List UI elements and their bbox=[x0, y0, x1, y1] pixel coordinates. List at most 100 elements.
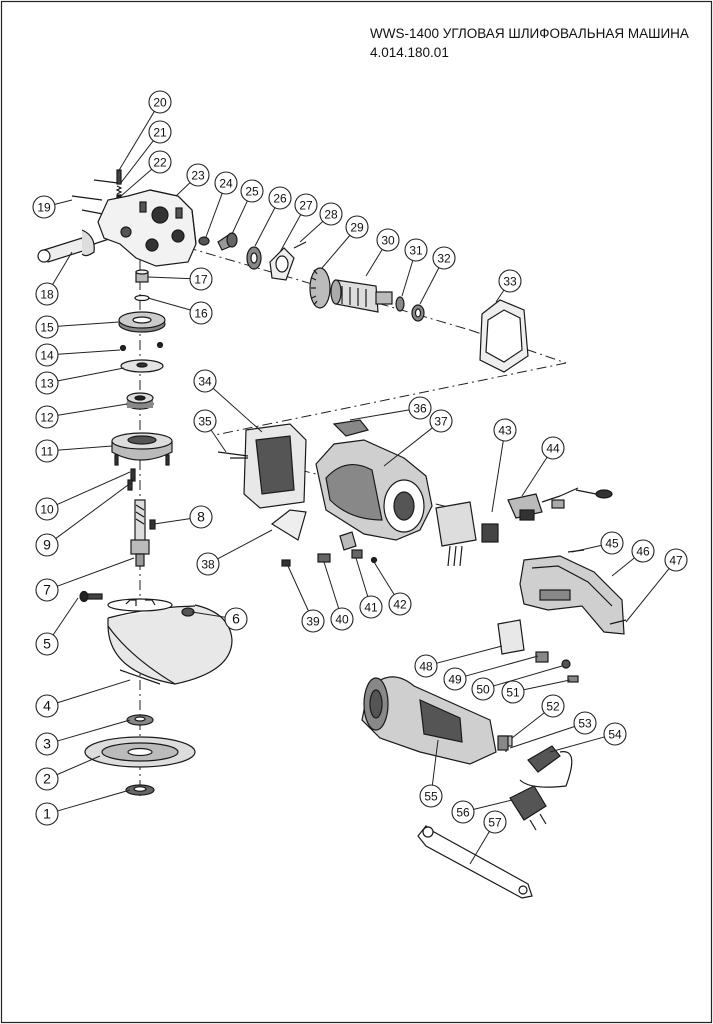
callout-circle-50 bbox=[471, 677, 495, 701]
callout-circle-52 bbox=[541, 694, 565, 718]
callout-circle-31 bbox=[404, 238, 428, 262]
callout-circle-11 bbox=[35, 439, 59, 463]
callout-number-55: 55 bbox=[424, 790, 438, 804]
callout-number-52: 52 bbox=[546, 700, 560, 714]
callout-leader-39 bbox=[287, 565, 309, 612]
callout-number-14: 14 bbox=[40, 349, 54, 363]
part-motor-housing bbox=[315, 439, 433, 541]
callout-circle-1 bbox=[35, 802, 59, 826]
callout-circle-45 bbox=[600, 531, 624, 555]
callout-circle-17 bbox=[189, 267, 213, 291]
callout-leader-54 bbox=[549, 736, 605, 753]
callout-leader-56 bbox=[473, 799, 513, 810]
part-bearings-31-32 bbox=[395, 296, 425, 322]
diagram-title: WWS-1400 УГЛОВАЯ ШЛИФОВАЛЬНАЯ МАШИНА bbox=[370, 26, 689, 41]
callout-leader-29 bbox=[321, 235, 351, 269]
callout-leader-30 bbox=[365, 249, 383, 277]
callout-circle-2 bbox=[35, 767, 59, 791]
callout-number-17: 17 bbox=[194, 273, 208, 287]
callout-number-29: 29 bbox=[350, 221, 364, 235]
callout-leader-19 bbox=[54, 199, 73, 205]
part-screws-14 bbox=[119, 341, 164, 352]
callout-circle-47 bbox=[664, 548, 688, 572]
callout-leader-15 bbox=[57, 321, 120, 327]
callout-leader-9 bbox=[55, 481, 133, 539]
part-cap-36 bbox=[332, 419, 370, 437]
callout-number-10: 10 bbox=[40, 503, 54, 517]
callout-circle-15 bbox=[35, 315, 59, 339]
callout-leader-44 bbox=[521, 456, 548, 497]
callout-leader-32 bbox=[419, 267, 440, 305]
callout-leader-34 bbox=[212, 387, 263, 433]
callout-circle-46 bbox=[631, 539, 655, 563]
callout-number-43: 43 bbox=[498, 424, 512, 438]
callout-circle-37 bbox=[429, 409, 453, 433]
part-main-handle bbox=[361, 676, 509, 765]
callout-number-1: 1 bbox=[43, 806, 51, 822]
callout-number-30: 30 bbox=[381, 234, 395, 248]
callout-leader-55 bbox=[431, 739, 439, 786]
callout-circle-19 bbox=[32, 195, 56, 219]
callout-leader-25 bbox=[231, 200, 248, 235]
callout-number-20: 20 bbox=[153, 96, 167, 110]
callout-number-40: 40 bbox=[335, 613, 349, 627]
callout-circle-21 bbox=[148, 120, 172, 144]
callout-circle-55 bbox=[419, 784, 443, 808]
callout-leader-45 bbox=[571, 544, 602, 553]
callout-number-26: 26 bbox=[273, 192, 287, 206]
callout-leader-26 bbox=[254, 207, 276, 247]
callout-circle-10 bbox=[35, 497, 59, 521]
callout-number-24: 24 bbox=[219, 177, 233, 191]
callout-leader-7 bbox=[57, 557, 135, 587]
callout-number-9: 9 bbox=[43, 537, 51, 553]
callout-leader-2 bbox=[56, 755, 101, 776]
callout-number-41: 41 bbox=[364, 601, 378, 615]
callout-leader-21 bbox=[119, 140, 154, 185]
part-spindle bbox=[130, 499, 150, 567]
callout-circle-48 bbox=[414, 654, 438, 678]
part-bevel-gear bbox=[118, 311, 166, 333]
callout-number-35: 35 bbox=[198, 415, 212, 429]
parts bbox=[37, 169, 627, 899]
part-wheel-guard bbox=[107, 598, 233, 685]
callout-leader-49 bbox=[465, 655, 539, 677]
callout-circle-39 bbox=[301, 609, 325, 633]
part-cord-sleeve bbox=[519, 745, 573, 788]
callout-leader-23 bbox=[175, 182, 191, 197]
part-switch-44 bbox=[507, 487, 613, 521]
callout-number-37: 37 bbox=[434, 415, 448, 429]
part-bearing-26 bbox=[246, 246, 262, 270]
callout-number-32: 32 bbox=[437, 252, 451, 266]
callout-circle-38 bbox=[196, 552, 220, 576]
callout-number-49: 49 bbox=[448, 673, 462, 687]
callout-leader-38 bbox=[217, 529, 273, 560]
callout-circle-14 bbox=[35, 343, 59, 367]
callout-leader-41 bbox=[355, 557, 369, 597]
callout-leader-48 bbox=[436, 645, 503, 664]
callout-leader-47 bbox=[625, 568, 670, 623]
callout-number-34: 34 bbox=[198, 375, 212, 389]
callout-leader-10 bbox=[56, 471, 131, 505]
title-block: WWS-1400 УГЛОВАЯ ШЛИФОВАЛЬНАЯ МАШИНА 4.0… bbox=[370, 24, 689, 62]
callout-circle-8 bbox=[189, 505, 213, 529]
callout-number-33: 33 bbox=[503, 275, 517, 289]
callout-leader-3 bbox=[57, 719, 131, 742]
callout-leader-52 bbox=[511, 712, 545, 739]
callout-leader-8 bbox=[153, 518, 191, 525]
part-grinding-disc bbox=[84, 736, 196, 768]
callout-circle-4 bbox=[35, 694, 59, 718]
callout-number-11: 11 bbox=[41, 445, 54, 459]
part-switch-48-51 bbox=[497, 619, 579, 683]
callout-circle-35 bbox=[193, 409, 217, 433]
callout-leader-42 bbox=[373, 561, 395, 595]
callout-number-45: 45 bbox=[605, 537, 619, 551]
callout-number-19: 19 bbox=[37, 201, 51, 215]
part-armature bbox=[330, 279, 393, 313]
callout-number-25: 25 bbox=[245, 185, 259, 199]
part-circlip bbox=[134, 294, 150, 302]
callout-leader-50 bbox=[493, 665, 563, 687]
part-bearing-12 bbox=[126, 392, 154, 410]
part-retainer-plate bbox=[269, 247, 295, 281]
callout-number-36: 36 bbox=[413, 402, 427, 416]
